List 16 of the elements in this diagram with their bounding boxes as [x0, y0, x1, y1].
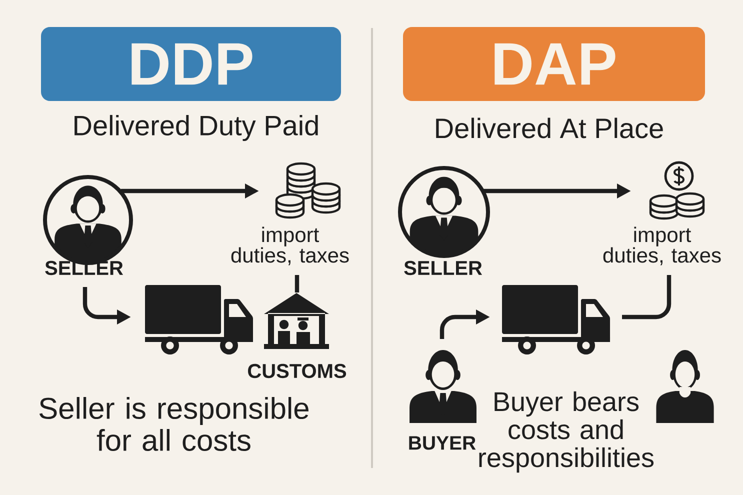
person-icon	[656, 350, 714, 423]
node-label: import duties, taxes	[603, 226, 721, 266]
note-text: Seller is responsible for all costs	[39, 397, 308, 452]
node-label: SELLER	[404, 260, 482, 276]
node-label: BUYER	[409, 436, 476, 450]
truck-icon	[145, 285, 253, 354]
connector-line	[294, 275, 300, 292]
node-label: CUSTOMS	[248, 364, 346, 378]
subtitle: Delivered Duty Paid	[74, 114, 318, 142]
truck-icon	[502, 285, 610, 354]
banner: DDP	[41, 27, 341, 101]
connector-line	[622, 275, 672, 320]
banner: DAP	[403, 27, 705, 101]
note-text: Buyer bears costs and responsibilities	[479, 391, 654, 473]
subtitle: Delivered At Place	[436, 118, 663, 138]
node-label: import duties, taxes	[231, 226, 349, 266]
